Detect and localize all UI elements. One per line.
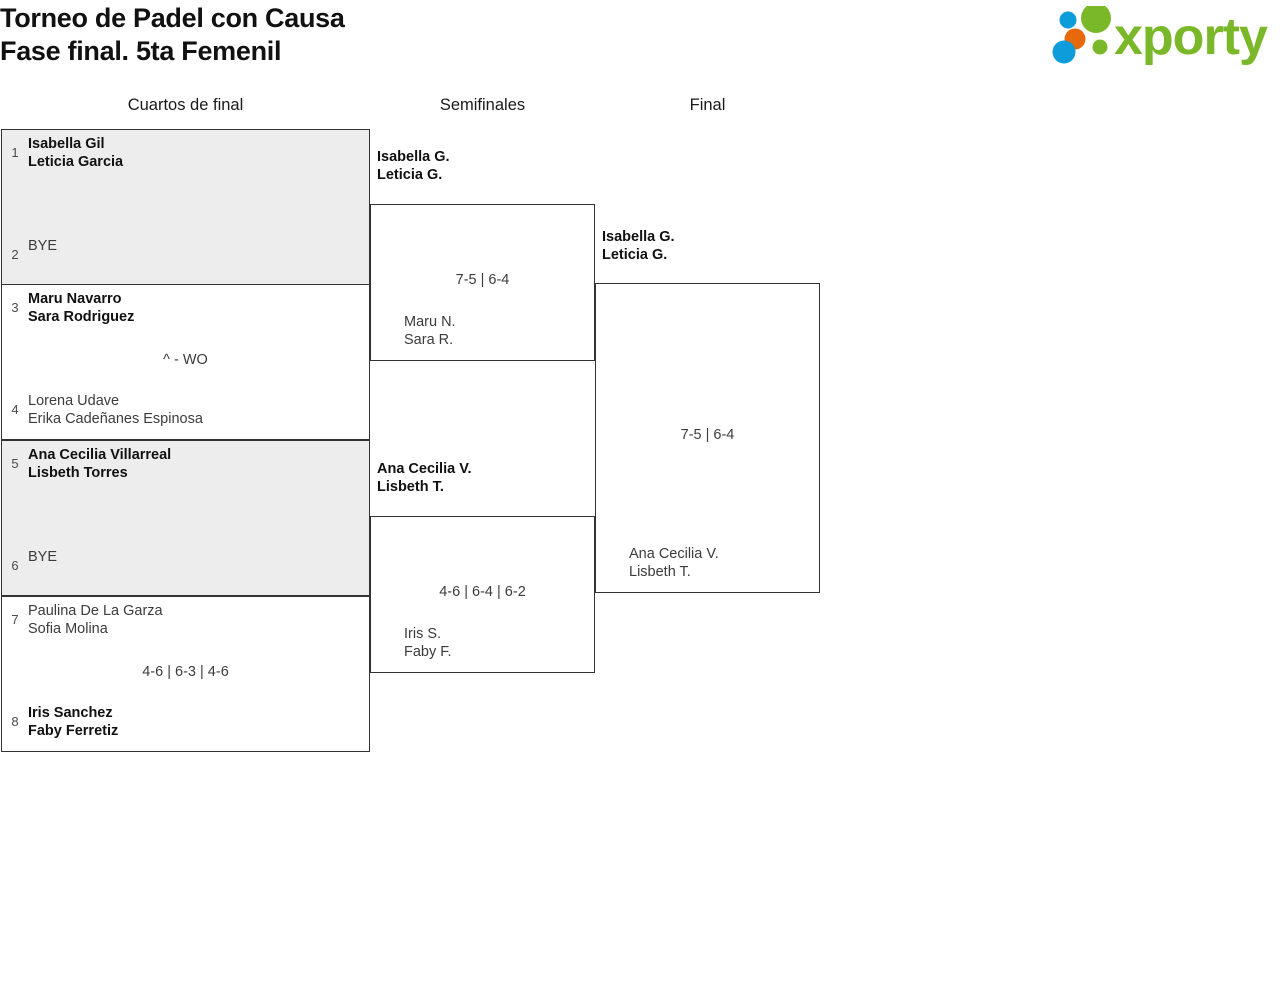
seed-placeholder bbox=[371, 624, 397, 652]
player-name: Sara Rodriguez bbox=[28, 309, 135, 325]
page-title: Torneo de Padel con Causa Fase final. 5t… bbox=[0, 2, 345, 68]
seed-number: 3 bbox=[11, 300, 19, 315]
match-quarterfinal-3[interactable]: 5 Ana Cecilia Villarreal Lisbeth Torres … bbox=[1, 440, 370, 596]
team-names: BYE bbox=[28, 236, 369, 255]
player-name: Sofia Molina bbox=[28, 621, 108, 637]
team-names: BYE bbox=[28, 547, 369, 566]
match-slot-top[interactable]: 1 Isabella Gil Leticia Garcia bbox=[2, 130, 369, 178]
team-names: Ana Cecilia Villarreal Lisbeth Torres bbox=[28, 445, 369, 482]
match-quarterfinal-4[interactable]: 7 Paulina De La Garza Sofia Molina 4-6 |… bbox=[1, 596, 370, 752]
match-slot-bottom[interactable]: 2 BYE bbox=[2, 236, 369, 284]
player-name: BYE bbox=[28, 238, 58, 254]
player-name: Erika Cadeñanes Espinosa bbox=[28, 411, 203, 427]
match-score: 4-6 | 6-4 | 6-2 bbox=[439, 584, 526, 600]
player-name: Maru Navarro bbox=[28, 291, 122, 307]
player-name: Ana Cecilia Villarreal bbox=[28, 447, 172, 463]
logo-dots-icon bbox=[1052, 6, 1111, 64]
player-name: Ana Cecilia V. bbox=[629, 546, 719, 562]
svg-text:xporty: xporty bbox=[1114, 8, 1268, 66]
xporty-logo[interactable]: xporty bbox=[1048, 6, 1276, 68]
player-name: Iris S. bbox=[404, 626, 442, 642]
seed-placeholder bbox=[371, 312, 397, 340]
seed-number: 8 bbox=[11, 714, 19, 729]
page-header: Torneo de Padel con Causa Fase final. 5t… bbox=[0, 0, 1280, 92]
match-semifinal-2[interactable]: 4-6 | 6-4 | 6-2 Iris S. Faby F. bbox=[370, 516, 595, 673]
semifinal-2-top-team: Ana Cecilia V. Lisbeth T. bbox=[377, 460, 472, 496]
seed-placeholder bbox=[596, 544, 622, 572]
match-slot-bottom[interactable]: 6 BYE bbox=[2, 547, 369, 595]
match-quarterfinal-2[interactable]: 3 Maru Navarro Sara Rodriguez ^ - WO 4 L… bbox=[1, 284, 370, 440]
match-slot-top[interactable]: 7 Paulina De La Garza Sofia Molina bbox=[2, 597, 369, 645]
team-names: Iris Sanchez Faby Ferretiz bbox=[28, 703, 369, 740]
player-name: Isabella Gil bbox=[28, 136, 105, 152]
match-slot-bottom[interactable]: Ana Cecilia V. Lisbeth T. bbox=[596, 544, 819, 592]
team-names: Maru Navarro Sara Rodriguez bbox=[28, 289, 369, 326]
seed-number: 6 bbox=[11, 558, 19, 573]
team-names: Paulina De La Garza Sofia Molina bbox=[28, 601, 369, 638]
match-semifinal-1[interactable]: 7-5 | 6-4 Maru N. Sara R. bbox=[370, 204, 595, 361]
match-slot-bottom[interactable]: Iris S. Faby F. bbox=[371, 624, 594, 672]
match-score: 7-5 | 6-4 bbox=[680, 427, 735, 443]
team-names: Lorena Udave Erika Cadeñanes Espinosa bbox=[28, 391, 369, 428]
match-slot-top[interactable]: 5 Ana Cecilia Villarreal Lisbeth Torres bbox=[2, 441, 369, 489]
player-name: Sara R. bbox=[404, 332, 454, 348]
round-header-semifinals: Semifinales bbox=[439, 96, 526, 114]
logo-wordmark: xporty bbox=[1114, 8, 1269, 66]
player-name: Leticia G. bbox=[377, 167, 443, 183]
player-name: Lisbeth Torres bbox=[28, 465, 128, 481]
round-header-quarterfinals: Cuartos de final bbox=[127, 96, 244, 114]
tournament-name: Torneo de Padel con Causa bbox=[0, 3, 345, 33]
match-slot-top[interactable]: 3 Maru Navarro Sara Rodriguez bbox=[2, 285, 369, 333]
player-name: Ana Cecilia V. bbox=[377, 461, 472, 477]
player-name: Leticia G. bbox=[602, 247, 668, 263]
team-names: Isabella Gil Leticia Garcia bbox=[28, 134, 369, 171]
player-name: Lisbeth T. bbox=[629, 564, 691, 580]
match-score: 7-5 | 6-4 bbox=[455, 272, 510, 288]
player-name: Lorena Udave bbox=[28, 393, 120, 409]
final-top-team: Isabella G. Leticia G. bbox=[602, 228, 675, 264]
match-slot-bottom[interactable]: 8 Iris Sanchez Faby Ferretiz bbox=[2, 703, 369, 751]
team-names: Iris S. Faby F. bbox=[397, 624, 594, 661]
player-name: Faby F. bbox=[404, 644, 452, 660]
seed-number: 7 bbox=[11, 612, 19, 627]
match-slot-bottom[interactable]: 4 Lorena Udave Erika Cadeñanes Espinosa bbox=[2, 391, 369, 439]
player-name: Faby Ferretiz bbox=[28, 723, 119, 739]
player-name: Leticia Garcia bbox=[28, 154, 124, 170]
round-header-final: Final bbox=[689, 96, 726, 114]
player-name: Isabella G. bbox=[377, 149, 450, 165]
player-name: Lisbeth T. bbox=[377, 479, 444, 495]
tournament-phase: Fase final. 5ta Femenil bbox=[0, 36, 282, 66]
match-quarterfinal-1[interactable]: 1 Isabella Gil Leticia Garcia 2 BYE bbox=[1, 129, 370, 285]
seed-number: 4 bbox=[11, 402, 19, 417]
player-name: BYE bbox=[28, 549, 58, 565]
match-score: ^ - WO bbox=[163, 352, 208, 368]
team-names: Maru N. Sara R. bbox=[397, 312, 594, 349]
match-score: 4-6 | 6-3 | 4-6 bbox=[142, 664, 229, 680]
player-name: Maru N. bbox=[404, 314, 456, 330]
match-final[interactable]: 7-5 | 6-4 Ana Cecilia V. Lisbeth T. bbox=[595, 283, 820, 593]
semifinal-1-top-team: Isabella G. Leticia G. bbox=[377, 148, 450, 184]
player-name: Paulina De La Garza bbox=[28, 603, 163, 619]
match-slot-bottom[interactable]: Maru N. Sara R. bbox=[371, 312, 594, 360]
team-names: Ana Cecilia V. Lisbeth T. bbox=[622, 544, 819, 581]
seed-number: 2 bbox=[11, 247, 19, 262]
seed-number: 1 bbox=[11, 145, 19, 160]
player-name: Iris Sanchez bbox=[28, 705, 113, 721]
seed-number: 5 bbox=[11, 456, 19, 471]
player-name: Isabella G. bbox=[602, 229, 675, 245]
